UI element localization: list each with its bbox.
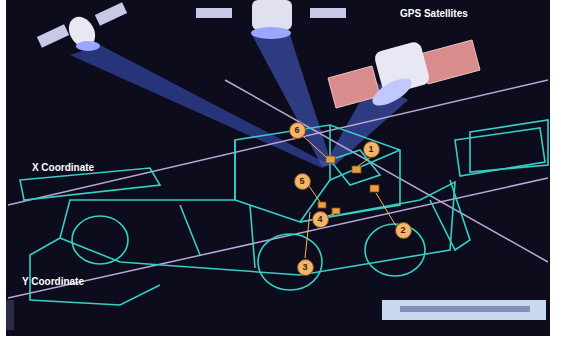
satellite — [328, 40, 480, 111]
satellite — [196, 0, 346, 39]
axis-label: Y Coordinate — [18, 276, 88, 288]
caption-panel — [382, 300, 546, 320]
callout-number: 2 — [395, 222, 412, 239]
callout-number: 6 — [289, 122, 306, 139]
callout-number: 3 — [297, 259, 314, 276]
leader-line — [303, 136, 396, 258]
combine-harvester — [20, 120, 548, 305]
callout-number: 4 — [312, 211, 329, 228]
satellite — [37, 2, 127, 52]
callout-number: 5 — [294, 173, 311, 190]
coordinate-line — [8, 178, 548, 298]
coordinate-line — [225, 80, 548, 262]
title-label: GPS Satellites — [400, 8, 490, 19]
caption-bar — [400, 306, 530, 312]
sensor-marker — [318, 156, 379, 214]
frame-edge — [6, 300, 14, 330]
callout-number: 1 — [363, 141, 380, 158]
night-ground — [6, 0, 550, 336]
coordinate-line — [8, 80, 548, 205]
axis-label: X Coordinate — [28, 162, 98, 174]
